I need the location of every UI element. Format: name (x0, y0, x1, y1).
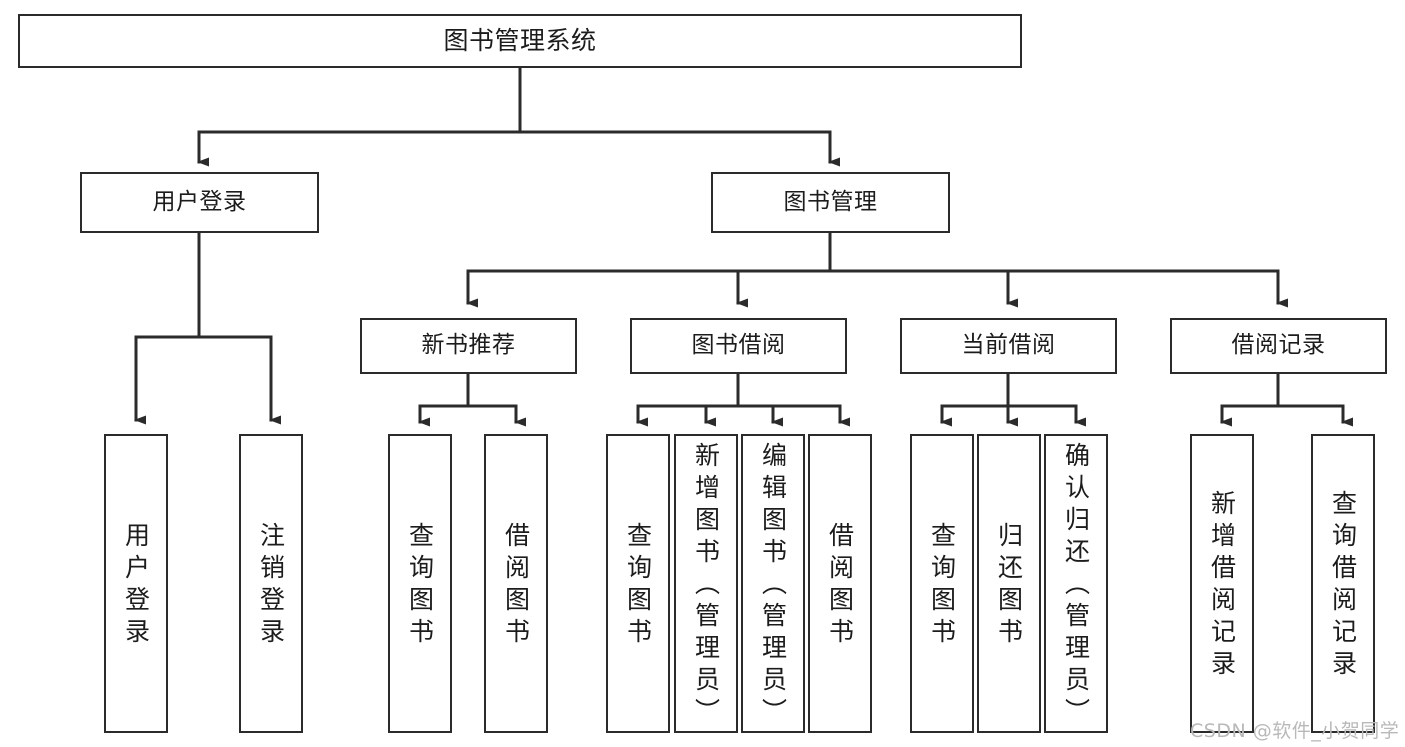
node-leaf-add-book-admin[interactable]: 新增图书（管理员） (674, 434, 738, 733)
node-label: 查询借阅记录 (1328, 489, 1358, 682)
node-leaf-borrow-book-new[interactable]: 借阅图书 (484, 434, 548, 733)
node-label: 当前借阅 (961, 332, 1056, 359)
node-label: 用户登录 (121, 521, 151, 650)
node-label: 新增图书（管理员） (691, 442, 721, 730)
node-leaf-query-book-current[interactable]: 查询图书 (910, 434, 974, 733)
node-leaf-return-book[interactable]: 归还图书 (977, 434, 1041, 733)
node-label: 注销登录 (256, 521, 286, 650)
node-book-borrow[interactable]: 图书借阅 (630, 318, 847, 374)
node-label: 借阅图书 (825, 521, 855, 650)
node-leaf-edit-book-admin[interactable]: 编辑图书（管理员） (741, 434, 805, 733)
node-leaf-query-book-borrow[interactable]: 查询图书 (606, 434, 670, 733)
node-label: 编辑图书（管理员） (758, 442, 788, 730)
node-label: 查询图书 (405, 521, 435, 650)
node-leaf-confirm-return-admin[interactable]: 确认归还（管理员） (1044, 434, 1108, 733)
node-leaf-query-borrow-record[interactable]: 查询借阅记录 (1311, 434, 1375, 733)
node-label: 新书推荐 (421, 332, 516, 359)
node-label: 查询图书 (623, 521, 653, 650)
node-new-book-recommend[interactable]: 新书推荐 (360, 318, 577, 374)
node-current-borrow[interactable]: 当前借阅 (900, 318, 1117, 374)
node-root-system[interactable]: 图书管理系统 (18, 14, 1022, 68)
node-label: 图书借阅 (691, 332, 786, 359)
node-leaf-logout[interactable]: 注销登录 (239, 434, 303, 733)
node-leaf-borrow-book[interactable]: 借阅图书 (808, 434, 872, 733)
node-leaf-user-login[interactable]: 用户登录 (104, 434, 168, 733)
node-label: 确认归还（管理员） (1061, 442, 1091, 730)
node-borrow-record[interactable]: 借阅记录 (1170, 318, 1387, 374)
node-label: 图书管理系统 (443, 26, 597, 56)
node-leaf-add-borrow-record[interactable]: 新增借阅记录 (1190, 434, 1254, 733)
node-label: 用户登录 (152, 188, 247, 215)
node-label: 新增借阅记录 (1207, 489, 1237, 682)
node-label: 查询图书 (927, 521, 957, 650)
node-label: 借阅图书 (501, 521, 531, 650)
node-book-management[interactable]: 图书管理 (711, 172, 950, 233)
node-leaf-query-book-new[interactable]: 查询图书 (388, 434, 452, 733)
node-user-login[interactable]: 用户登录 (80, 172, 319, 233)
watermark-text: CSDN @软件_小贺同学 (1190, 720, 1400, 742)
node-label: 图书管理 (783, 188, 878, 215)
node-label: 归还图书 (994, 521, 1024, 650)
node-label: 借阅记录 (1231, 332, 1326, 359)
